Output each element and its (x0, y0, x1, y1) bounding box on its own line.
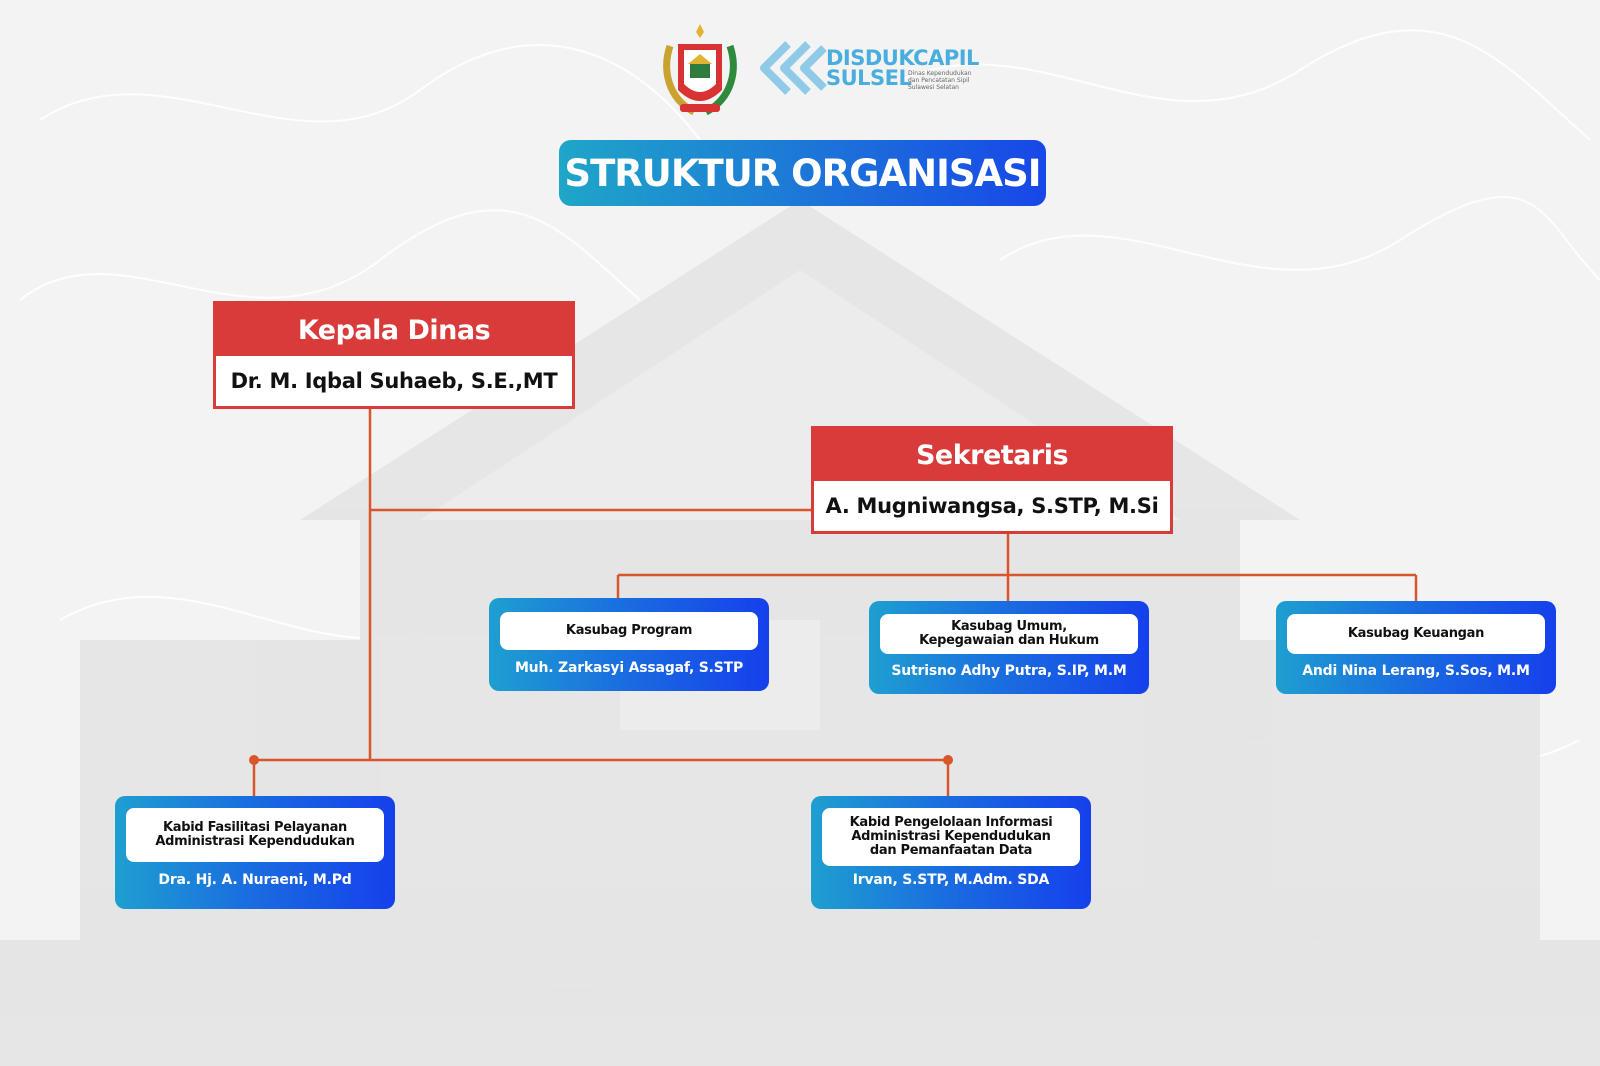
kasubag-program-box: Kasubag Program Muh. Zarkasyi Assagaf, S… (489, 598, 769, 691)
kasubag-umum-name: Sutrisno Adhy Putra, S.IP, M.M (869, 663, 1149, 679)
kepala-dinas-role: Kepala Dinas (216, 304, 572, 356)
sekretaris-role: Sekretaris (814, 429, 1170, 481)
kabid-fasilitasi-role-line1: Kabid Fasilitasi Pelayanan (155, 821, 354, 835)
kabid-pengelolaan-role: Kabid Pengelolaan Informasi Administrasi… (822, 808, 1080, 866)
kabid-pengelolaan-role-line3: dan Pemanfaatan Data (850, 844, 1053, 858)
kabid-fasilitasi-name: Dra. Hj. A. Nuraeni, M.Pd (115, 872, 395, 888)
kabid-fasilitasi-role-line2: Administrasi Kependudukan (155, 835, 354, 849)
kepala-dinas-name: Dr. M. Iqbal Suhaeb, S.E.,MT (216, 356, 572, 406)
connector-dot-kabid2 (943, 755, 953, 765)
kasubag-program-name: Muh. Zarkasyi Assagaf, S.STP (489, 660, 769, 676)
kasubag-umum-box: Kasubag Umum, Kepegawaian dan Hukum Sutr… (869, 601, 1149, 694)
kabid-fasilitasi-role: Kabid Fasilitasi Pelayanan Administrasi … (126, 808, 384, 862)
kasubag-umum-role-line2: Kepegawaian dan Hukum (919, 634, 1099, 648)
sekretaris-box: Sekretaris A. Mugniwangsa, S.STP, M.Si (811, 426, 1173, 534)
kabid-fasilitasi-box: Kabid Fasilitasi Pelayanan Administrasi … (115, 796, 395, 909)
kasubag-umum-role: Kasubag Umum, Kepegawaian dan Hukum (880, 614, 1138, 654)
kabid-pengelolaan-role-line1: Kabid Pengelolaan Informasi (850, 816, 1053, 830)
kabid-pengelolaan-box: Kabid Pengelolaan Informasi Administrasi… (811, 796, 1091, 909)
kepala-dinas-box: Kepala Dinas Dr. M. Iqbal Suhaeb, S.E.,M… (213, 301, 575, 409)
kasubag-program-role: Kasubag Program (500, 612, 758, 650)
connector-dot-kabid1 (249, 755, 259, 765)
kasubag-keuangan-name: Andi Nina Lerang, S.Sos, M.M (1276, 663, 1556, 679)
kabid-pengelolaan-name: Irvan, S.STP, M.Adm. SDA (811, 872, 1091, 888)
kabid-pengelolaan-role-line2: Administrasi Kependudukan (850, 830, 1053, 844)
kasubag-umum-role-line1: Kasubag Umum, (919, 620, 1099, 634)
kasubag-keuangan-role: Kasubag Keuangan (1287, 614, 1545, 654)
sekretaris-name: A. Mugniwangsa, S.STP, M.Si (814, 481, 1170, 531)
kasubag-keuangan-box: Kasubag Keuangan Andi Nina Lerang, S.Sos… (1276, 601, 1556, 694)
